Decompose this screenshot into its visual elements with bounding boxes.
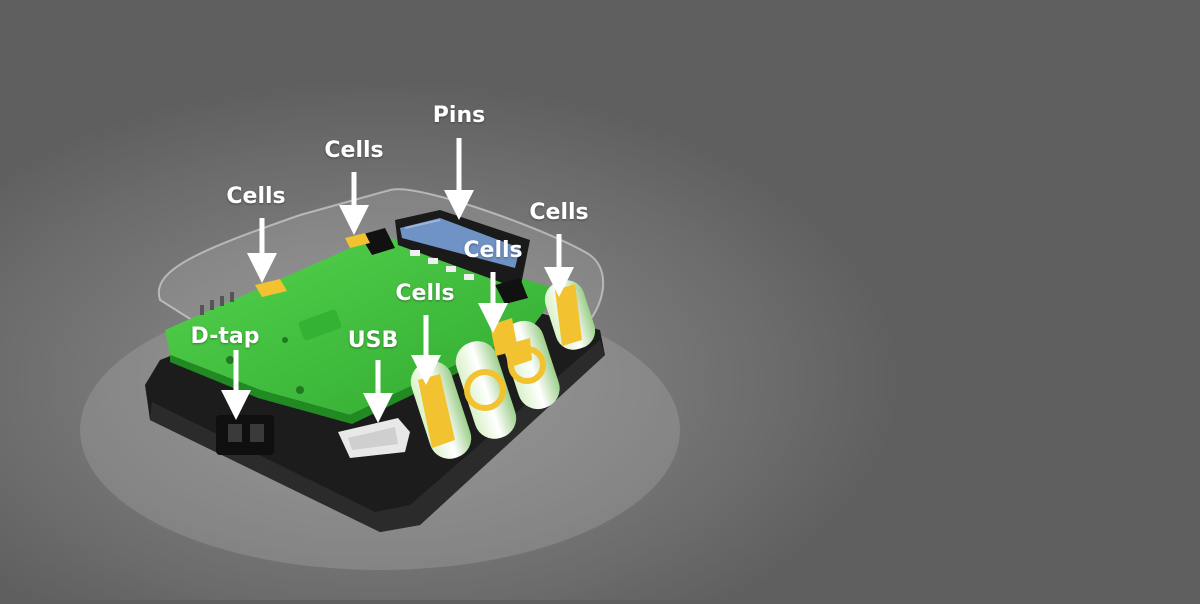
dtap-port <box>216 415 274 455</box>
pcb-hole <box>282 337 288 343</box>
pcb-pad <box>298 309 342 341</box>
cell-tabs <box>255 233 582 448</box>
pcb-hole <box>226 356 234 364</box>
label-cells-top-center: Cells <box>324 138 384 163</box>
housing-edge <box>150 340 605 532</box>
callout-arrows <box>221 138 574 423</box>
side-pins <box>200 292 234 315</box>
pin-connector <box>395 210 530 290</box>
label-cells-middle-upper: Cells <box>463 238 523 263</box>
label-cells-right: Cells <box>529 200 589 225</box>
black-clip <box>495 278 528 304</box>
pcb-hole <box>296 386 304 394</box>
label-usb: USB <box>347 328 399 353</box>
usb-port <box>338 418 410 458</box>
label-cells-top-left: Cells <box>226 184 286 209</box>
label-cells-middle-lower: Cells <box>395 281 455 306</box>
label-pins: Pins <box>432 103 486 128</box>
label-dtap: D-tap <box>190 324 260 349</box>
green-pcb <box>165 235 560 415</box>
